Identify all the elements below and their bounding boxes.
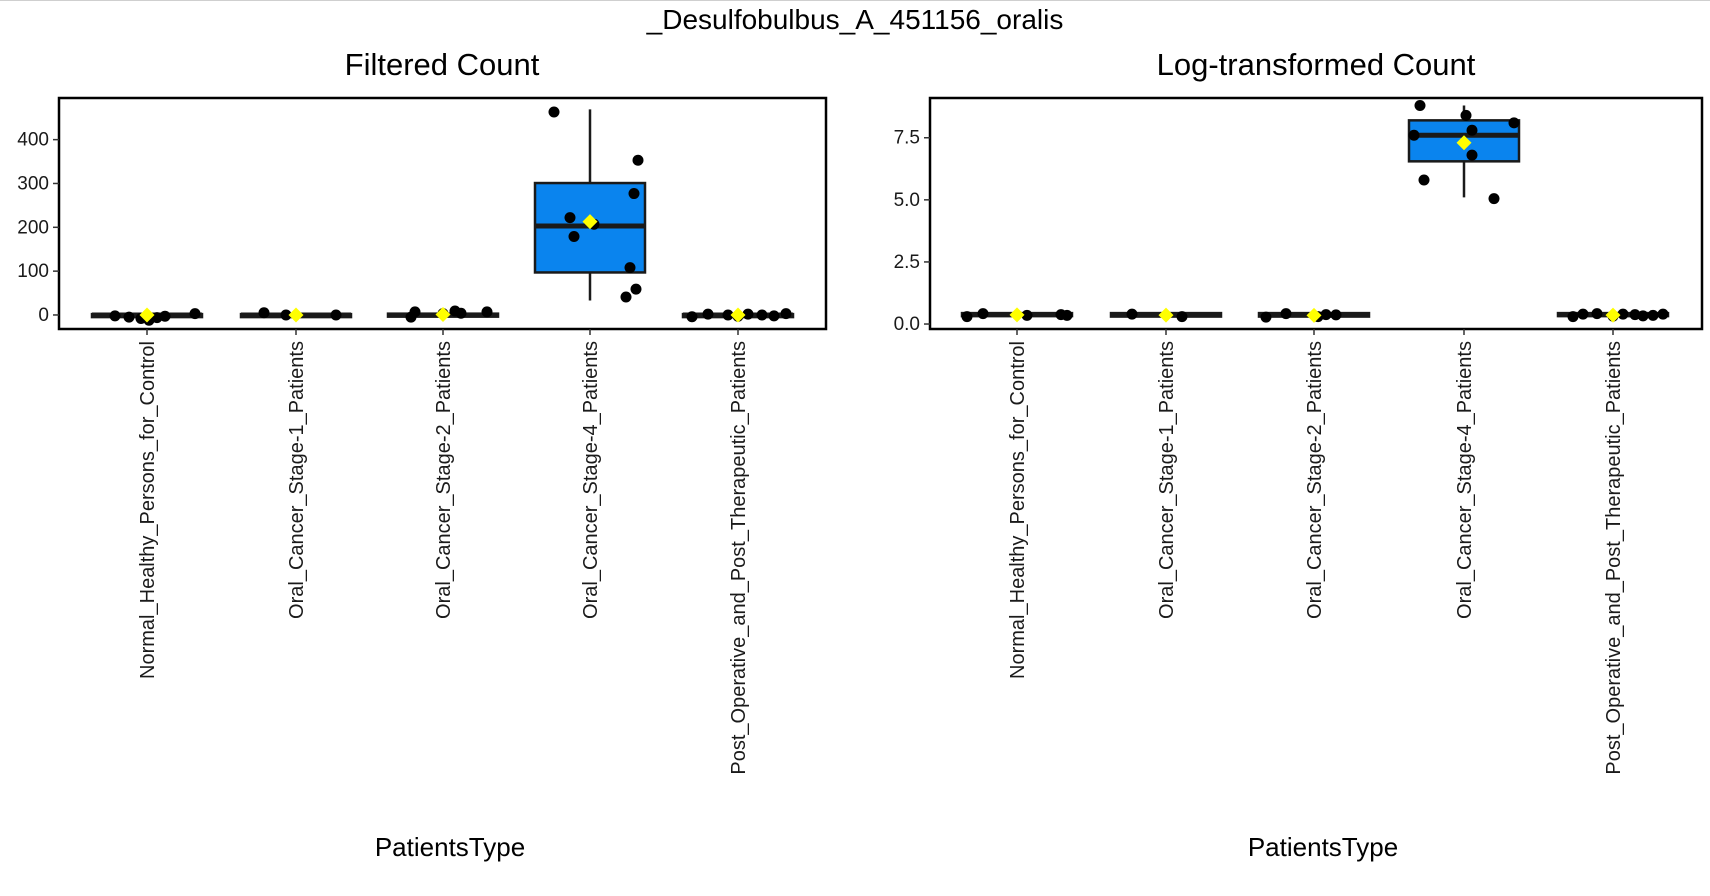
data-point (780, 308, 792, 320)
data-point (632, 154, 644, 166)
top-rule (0, 0, 1710, 1)
data-point (742, 308, 754, 320)
data-point (109, 310, 121, 322)
y-tick-label: 300 (17, 173, 49, 194)
data-point (189, 308, 201, 320)
data-point (1260, 311, 1272, 323)
data-point (123, 311, 135, 323)
data-point (628, 188, 640, 200)
data-point (768, 310, 780, 322)
data-point (961, 311, 973, 323)
data-point (1488, 193, 1500, 205)
data-point (1577, 308, 1589, 320)
data-point (1320, 309, 1332, 321)
data-point (1021, 309, 1033, 321)
data-point (1408, 129, 1420, 141)
data-point (756, 309, 768, 321)
data-point (568, 231, 580, 243)
data-point (630, 283, 642, 295)
data-point (1061, 309, 1073, 321)
data-point (686, 311, 698, 323)
data-point (1647, 309, 1659, 321)
mean-marker (1158, 307, 1174, 323)
data-point (624, 262, 636, 274)
data-point (1617, 308, 1629, 320)
y-tick-label: 2.5 (894, 252, 920, 273)
data-point (455, 307, 467, 319)
x-axis-label: PatientsType (375, 832, 525, 862)
panel-title: Filtered Count (345, 47, 540, 82)
mean-marker (288, 307, 304, 323)
panel-frame (57, 96, 828, 331)
data-point (702, 308, 714, 320)
data-point (1466, 124, 1478, 136)
data-point (977, 308, 989, 320)
mean-marker (582, 214, 598, 230)
data-point (564, 212, 576, 224)
x-tick-label: Oral_Cancer_Stage-1_Patients (1156, 341, 1178, 619)
data-point (1466, 149, 1478, 161)
data-point (1330, 309, 1342, 321)
mean-marker (1306, 307, 1322, 323)
y-tick-label: 0 (38, 305, 49, 326)
mean-marker (1456, 135, 1472, 151)
data-point (1567, 311, 1579, 323)
x-tick-label: Oral_Cancer_Stage-4_Patients (1454, 341, 1476, 619)
data-point (1508, 117, 1520, 129)
x-axis-label: PatientsType (1248, 832, 1398, 862)
y-tick-label: 5.0 (894, 190, 920, 211)
data-point (1176, 311, 1188, 323)
y-tick-label: 0.0 (894, 314, 920, 335)
mean-marker (1605, 307, 1621, 323)
panel-filtered-count: Filtered Count 0 100 200 300 400Normal_Health… (17, 47, 828, 862)
data-point (1637, 310, 1649, 322)
x-tick-label: Post_Operative_and_Post_Therapeutic_Pati… (1603, 341, 1625, 775)
x-tick-label: Oral_Cancer_Stage-1_Patients (286, 341, 308, 619)
data-point (1418, 174, 1430, 186)
data-point (548, 106, 560, 118)
x-tick-label: Oral_Cancer_Stage-2_Patients (433, 341, 455, 619)
data-point (1460, 109, 1472, 121)
panel-log-transformed-count: Log-transformed Count 0.0 2.5 5.0 7.5Normal_… (894, 47, 1704, 862)
mean-marker (435, 307, 451, 323)
data-point (1591, 308, 1603, 320)
x-tick-label: Normal_Healthy_Persons_for_Control (1007, 341, 1029, 679)
data-point (1126, 308, 1138, 320)
mean-marker (1009, 307, 1025, 323)
data-point (1414, 99, 1426, 111)
y-tick-label: 100 (17, 261, 49, 282)
data-point (1657, 308, 1669, 320)
panel-frame (928, 96, 1704, 331)
y-tick-label: 400 (17, 130, 49, 151)
x-tick-label: Post_Operative_and_Post_Therapeutic_Pati… (728, 341, 750, 775)
data-point (481, 306, 493, 318)
y-tick-label: 200 (17, 217, 49, 238)
data-point (280, 309, 292, 321)
x-tick-label: Normal_Healthy_Persons_for_Control (137, 341, 159, 679)
data-point (409, 306, 421, 318)
y-tick-label: 7.5 (894, 128, 920, 149)
data-point (1280, 308, 1292, 320)
data-point (258, 307, 270, 319)
mean-marker (139, 307, 155, 323)
data-point (620, 291, 632, 303)
data-point (330, 309, 342, 321)
mean-marker (730, 307, 746, 323)
figure-title: _Desulfobulbus_A_451156_oralis (646, 4, 1064, 35)
data-point (159, 310, 171, 322)
data-point (722, 309, 734, 321)
x-tick-label: Oral_Cancer_Stage-4_Patients (580, 341, 602, 619)
x-tick-label: Oral_Cancer_Stage-2_Patients (1304, 341, 1326, 619)
panel-title: Log-transformed Count (1157, 47, 1476, 82)
